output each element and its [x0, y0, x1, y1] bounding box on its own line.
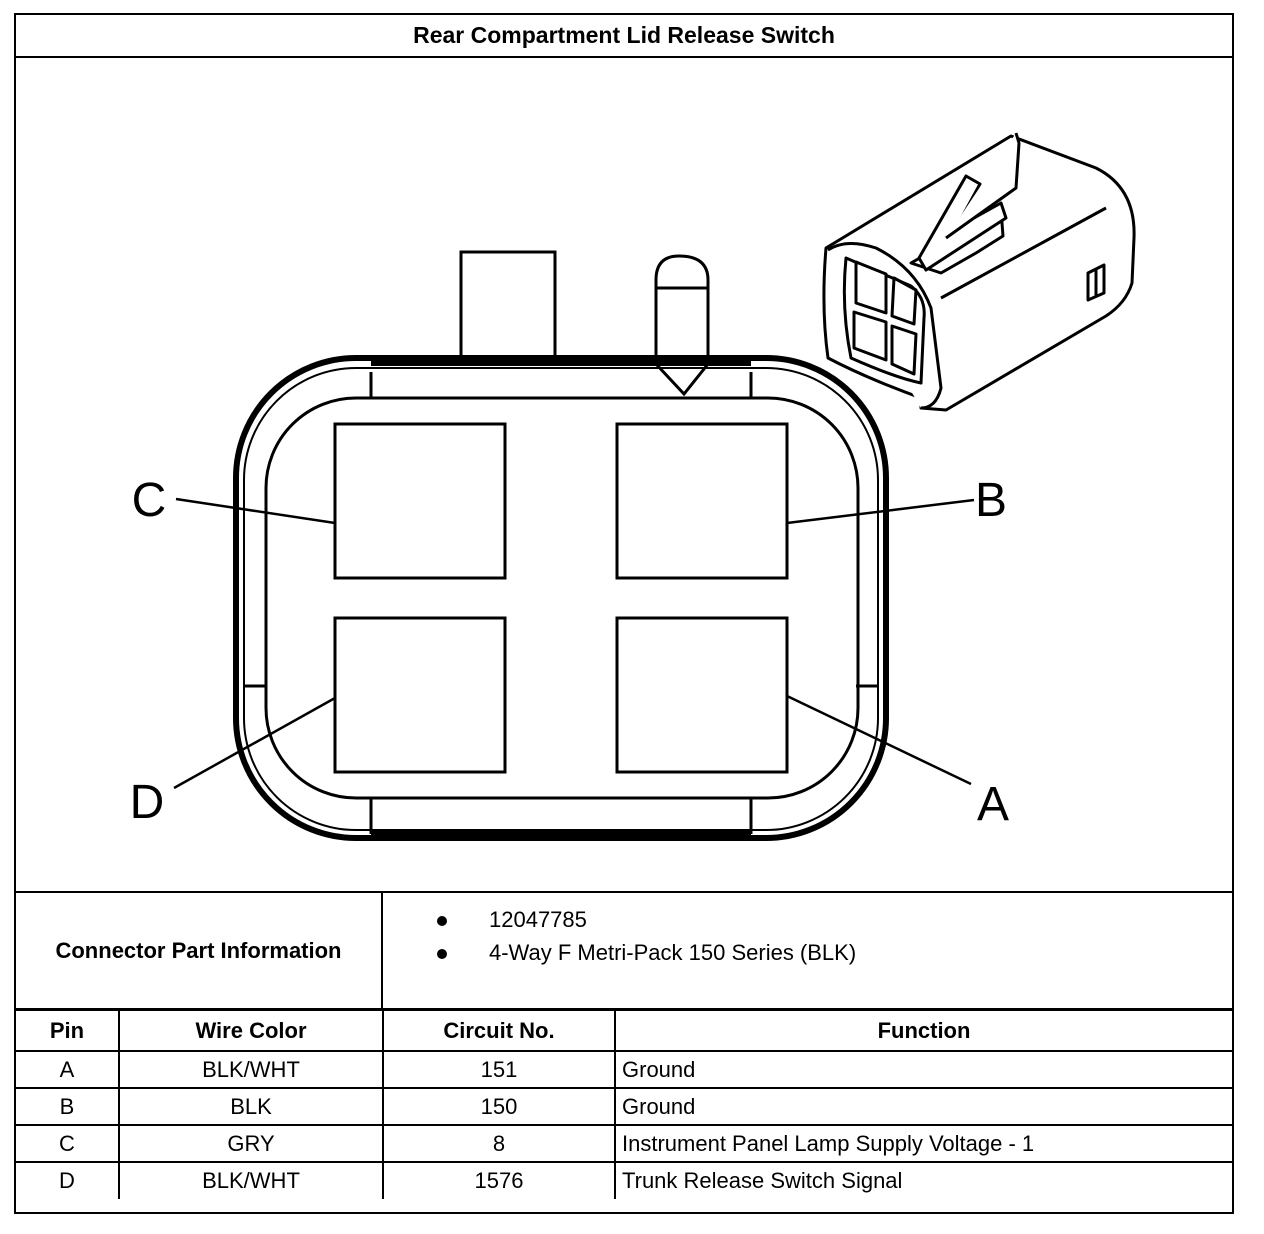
cavity-d — [333, 616, 507, 774]
connector-info-list: 12047785 4-Way F Metri-Pack 150 Series (… — [383, 893, 1232, 1008]
table-row: B BLK 150 Ground — [16, 1087, 1232, 1126]
column-header-wire-color: Wire Color — [118, 1011, 384, 1052]
pin-label-b: B — [975, 474, 1007, 527]
pin-label-d: D — [130, 776, 165, 829]
pin-table: Pin Wire Color Circuit No. Function A BL… — [16, 1011, 1232, 1199]
table-row: A BLK/WHT 151 Ground — [16, 1050, 1232, 1089]
cavity-c — [333, 422, 507, 580]
connector-part-info: Connector Part Information 12047785 4-Wa… — [16, 891, 1232, 1011]
connector-info-label: Connector Part Information — [16, 893, 383, 1008]
function-cell: Trunk Release Switch Signal — [614, 1161, 1232, 1199]
circuit-cell: 1576 — [382, 1161, 616, 1199]
function-cell: Ground — [614, 1050, 1232, 1089]
bullet-icon — [437, 916, 447, 926]
bullet-icon — [437, 949, 447, 959]
connector-body — [173, 250, 975, 841]
leader-c — [175, 497, 336, 525]
part-number: 12047785 — [489, 907, 587, 932]
table-row: D BLK/WHT 1576 Trunk Release Switch Sign… — [16, 1161, 1232, 1199]
pin-label-c: C — [132, 474, 167, 527]
table-row: C GRY 8 Instrument Panel Lamp Supply Vol… — [16, 1124, 1232, 1163]
circuit-cell: 150 — [382, 1087, 616, 1126]
wire-color-cell: BLK/WHT — [118, 1050, 384, 1089]
pin-cell: D — [16, 1161, 120, 1199]
page-title: Rear Compartment Lid Release Switch — [16, 15, 1232, 58]
connector-diagram: C B D A — [16, 58, 1232, 891]
pin-label-a: A — [977, 778, 1009, 831]
column-header-pin: Pin — [16, 1011, 120, 1052]
table-header-row: Pin Wire Color Circuit No. Function — [16, 1011, 1232, 1052]
shell-inner-edge — [243, 367, 879, 831]
key-point — [654, 362, 710, 397]
latch-tab — [459, 250, 557, 366]
cavity-b — [615, 422, 789, 580]
cavity-a — [615, 616, 789, 774]
wire-color-cell: BLK — [118, 1087, 384, 1126]
connector-document: Rear Compartment Lid Release Switch — [14, 13, 1234, 1214]
connector-isometric-icon — [822, 132, 1136, 412]
connector-face-drawing: C B D A — [130, 132, 1136, 841]
connector-description: 4-Way F Metri-Pack 150 Series (BLK) — [489, 940, 857, 965]
function-cell: Instrument Panel Lamp Supply Voltage - 1 — [614, 1124, 1232, 1163]
column-header-function: Function — [614, 1011, 1232, 1052]
leader-a — [786, 694, 972, 786]
leader-d — [173, 696, 336, 790]
circuit-cell: 151 — [382, 1050, 616, 1089]
wire-color-cell: GRY — [118, 1124, 384, 1163]
inner-housing — [264, 396, 860, 800]
leader-b — [786, 498, 975, 525]
circuit-cell: 8 — [382, 1124, 616, 1163]
pin-cell: B — [16, 1087, 120, 1126]
pin-cell: A — [16, 1050, 120, 1089]
column-header-circuit: Circuit No. — [382, 1011, 616, 1052]
function-cell: Ground — [614, 1087, 1232, 1126]
key-tab — [654, 254, 710, 364]
pin-cell: C — [16, 1124, 120, 1163]
wire-color-cell: BLK/WHT — [118, 1161, 384, 1199]
